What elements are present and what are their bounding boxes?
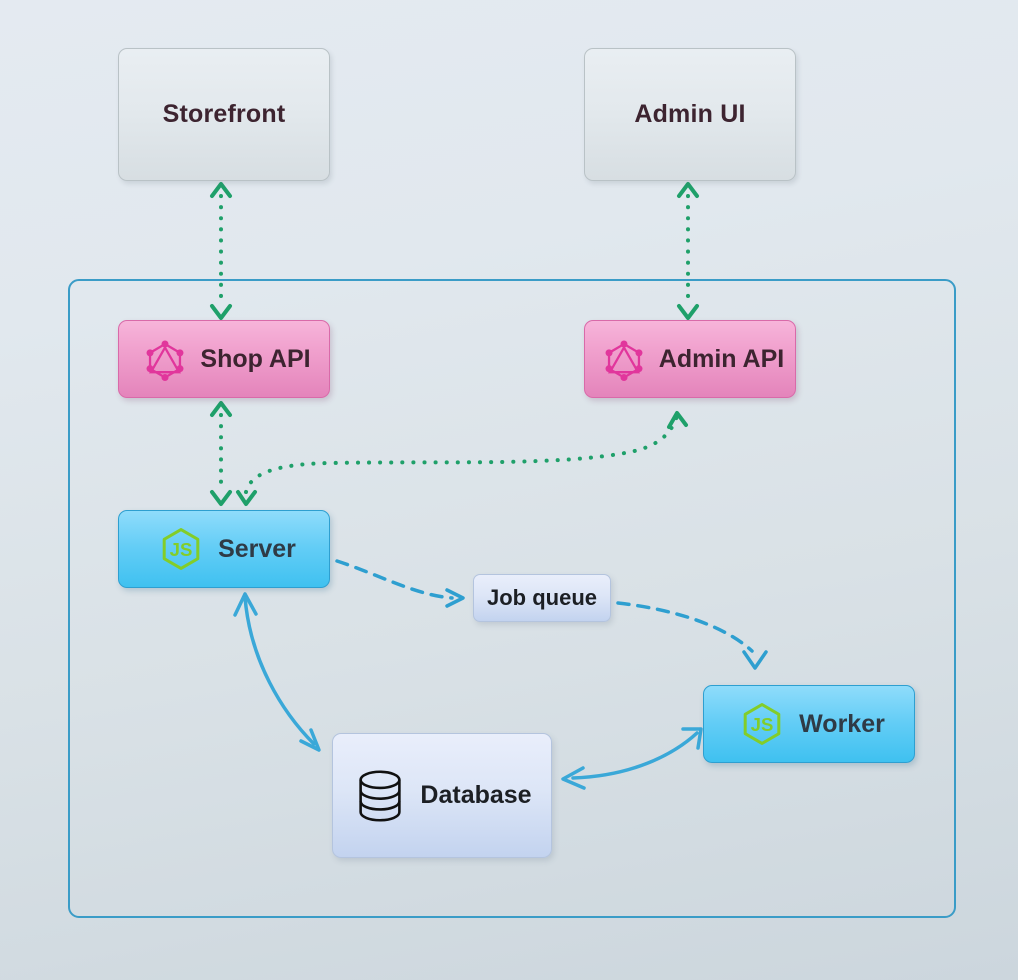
svg-text:JS: JS [170,539,193,560]
node-storefront[interactable]: Storefront [118,48,330,181]
node-job-queue-label: Job queue [486,585,597,610]
graphql-icon [602,337,646,381]
graphql-icon [143,337,187,381]
node-admin-ui-label: Admin UI [634,100,746,128]
nodejs-icon: JS [739,701,785,747]
node-database[interactable]: Database [332,733,552,858]
node-storefront-label: Storefront [162,100,286,128]
node-worker[interactable]: JS Worker [703,685,915,763]
node-admin-api[interactable]: Admin API [584,320,796,398]
vendure-server-boundary [68,279,956,918]
svg-text:JS: JS [751,714,774,735]
nodejs-icon: JS [158,526,204,572]
node-database-label: Database [420,781,532,809]
node-worker-label: Worker [799,709,885,738]
node-server-label: Server [218,534,296,563]
node-shop-api-label: Shop API [200,344,311,373]
node-admin-api-label: Admin API [658,344,785,373]
node-job-queue[interactable]: Job queue [473,574,611,622]
node-server[interactable]: JS Server [118,510,330,588]
node-shop-api[interactable]: Shop API [118,320,330,398]
database-icon [356,768,404,824]
node-admin-ui[interactable]: Admin UI [584,48,796,181]
